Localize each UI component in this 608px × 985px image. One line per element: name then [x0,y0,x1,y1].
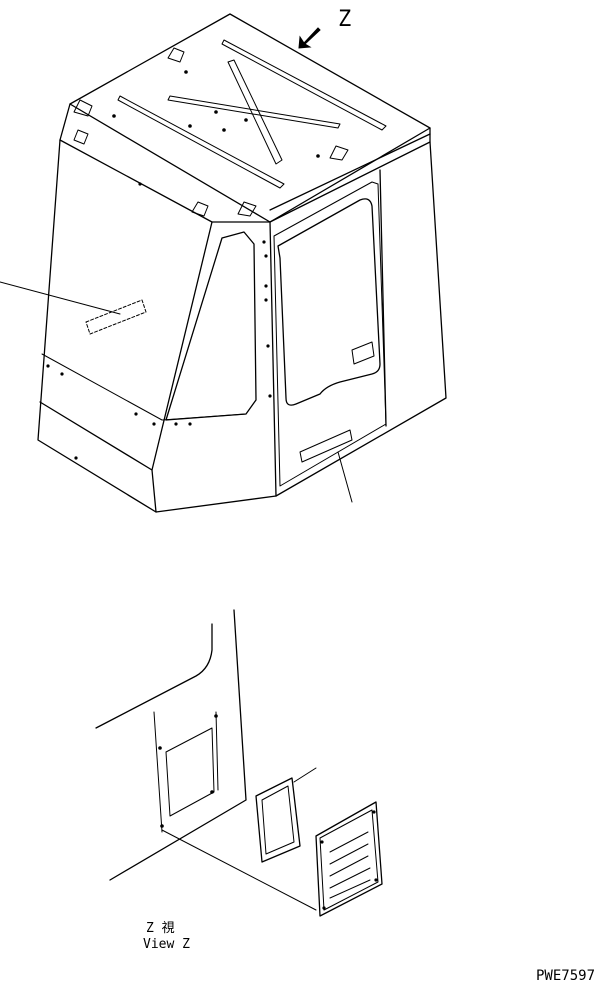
view-arrow-label: Z [338,7,351,32]
view-arrow: Z [298,7,351,49]
view-caption-japanese: Z 視 [146,921,175,936]
view-z-detail [95,609,383,917]
view-caption-english: View Z [143,937,190,952]
cab-body [0,13,447,513]
view-arrow-icon [298,27,321,49]
drawing-number: PWE7597 [536,968,595,984]
